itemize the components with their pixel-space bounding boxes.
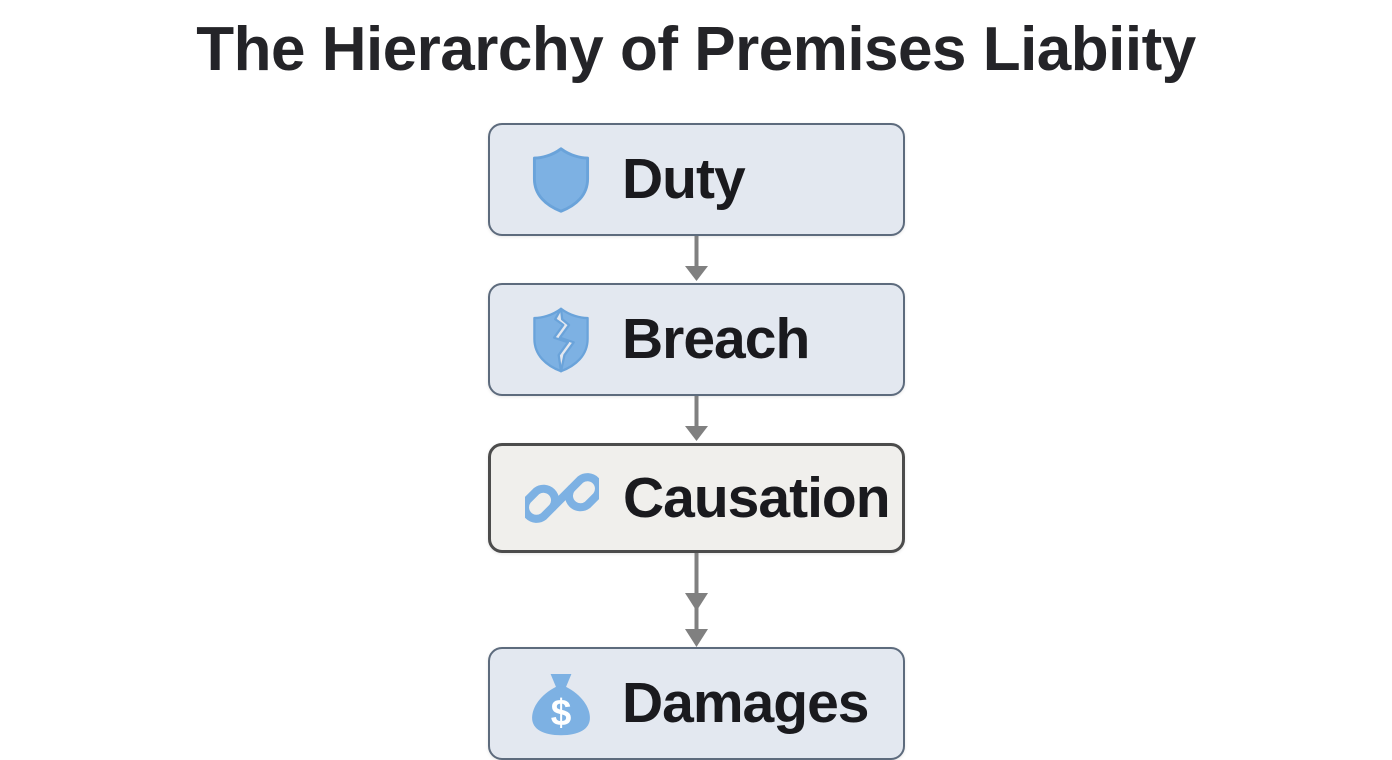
flow-node-label-causation: Causation [623, 465, 891, 530]
chain-link-icon [525, 473, 599, 523]
connector-duty-to-breach [685, 236, 708, 281]
flow-node-duty[interactable]: Duty [488, 123, 905, 236]
flow-node-damages[interactable]: $ Damages [488, 647, 905, 760]
flow-node-breach[interactable]: Breach [488, 283, 905, 396]
shield-icon [532, 146, 590, 213]
connector-causation-to-damages [685, 553, 708, 647]
flow-node-label-damages: Damages [622, 671, 869, 735]
svg-text:$: $ [551, 691, 572, 732]
money-bag-icon: $ [532, 673, 590, 735]
flow-node-label-duty: Duty [622, 147, 746, 211]
connector-breach-to-causation [685, 396, 708, 441]
page-title: The Hierarchy of Premises Liabiity [196, 15, 1196, 84]
flow-node-label-breach: Breach [622, 307, 810, 371]
flow-node-causation[interactable]: Causation [488, 443, 905, 553]
broken-shield-icon [533, 307, 589, 372]
